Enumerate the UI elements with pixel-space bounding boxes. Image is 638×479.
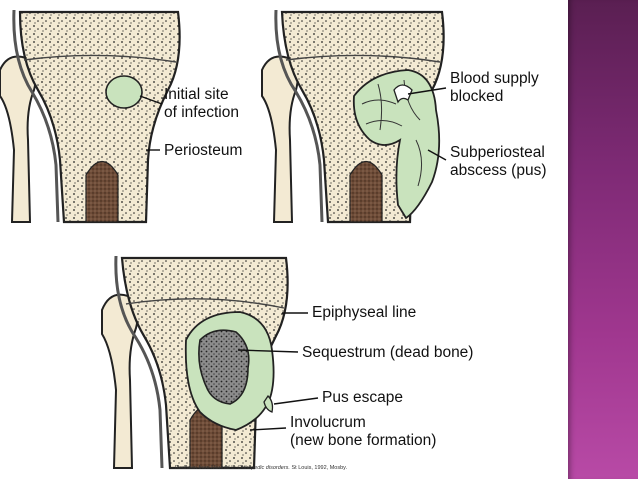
marrow-cavity-1 [85,160,119,223]
decorative-side-bar [568,0,638,479]
fibula-3 [101,293,139,469]
credit-title: Orthopedic disorders. [237,465,290,471]
fibula-2 [261,55,299,223]
periosteum-line-2 [274,9,324,223]
panel-2-bone [261,9,447,224]
image-credit: Redrawn from Mourad L: Orthopedic disord… [175,465,347,471]
label-periosteum: Periosteum [164,142,243,159]
label-sequestrum: Sequestrum (dead bone) [302,344,474,361]
epiphyseal-line-2 [285,54,441,63]
periosteum-line-3 [114,255,164,469]
marrow-cavity-2 [349,160,383,223]
pus-escape-3 [263,394,274,413]
pointer-sequestrum [237,349,299,353]
label-blood-supply: Blood supply blocked [450,70,539,105]
pointer-abscess [427,149,447,161]
periosteum-line-1 [12,9,60,223]
pointer-blood-supply [407,87,447,95]
label-involucrum: Involucrum (new bone formation) [290,414,437,449]
sequestrum-3 [198,329,250,405]
panel-3-bone [101,255,319,470]
credit-prefix: Redrawn from Mourad L: [175,465,238,471]
label-epiphyseal-line: Epiphyseal line [312,304,417,321]
vessel-2 [393,84,413,104]
pointer-involucrum [249,427,287,431]
tibia-1 [18,10,181,224]
epiphyseal-line-3 [125,298,285,309]
epiphyseal-line-1 [23,54,177,63]
abscess-web-2 [361,79,422,187]
pointer-pus-escape [273,397,319,405]
fibula-1 [0,55,37,223]
label-initial-site: Initial site of infection [164,86,239,121]
label-abscess: Subperiosteal abscess (pus) [450,144,547,179]
credit-suffix: St Louis, 1992, Mosby. [289,465,348,471]
label-pus-escape: Pus escape [322,389,403,406]
infection-site-1 [105,75,143,109]
abscess-2 [352,69,441,220]
panel-1-bone [0,9,181,224]
pointer-initial-site [139,95,163,105]
